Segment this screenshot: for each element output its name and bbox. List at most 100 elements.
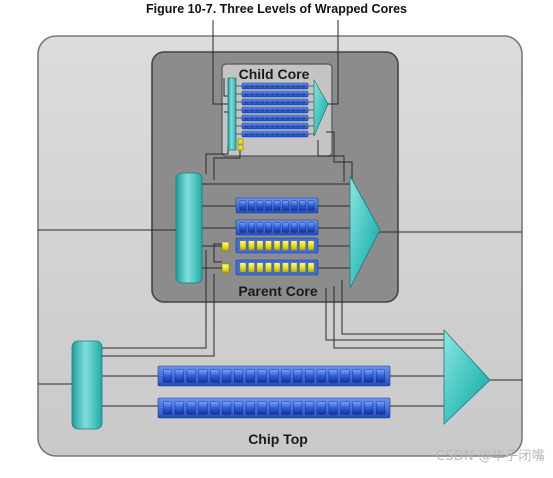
scan-cell xyxy=(290,240,298,251)
scan-cell xyxy=(275,108,280,112)
child-scan-chain xyxy=(241,98,309,106)
scan-cell xyxy=(248,200,255,211)
scan-cell xyxy=(239,262,247,273)
scan-cell xyxy=(376,401,385,415)
child-core-output-wrapper xyxy=(313,78,329,137)
scan-cell xyxy=(248,222,255,233)
scan-cell xyxy=(290,200,298,211)
chip-scan-chain xyxy=(157,365,391,387)
scan-cell xyxy=(291,108,296,112)
child-scan-chain xyxy=(241,82,309,90)
scan-cell xyxy=(244,124,249,128)
scan-cell xyxy=(244,84,249,88)
scan-cell xyxy=(275,116,280,120)
scan-cell xyxy=(273,262,281,273)
scan-cell xyxy=(234,401,243,415)
scan-cell xyxy=(244,132,249,136)
scan-cell xyxy=(290,222,298,233)
scan-cell xyxy=(273,200,281,211)
scan-cell xyxy=(291,124,296,128)
scan-cell xyxy=(270,100,275,104)
scan-cell xyxy=(364,401,374,415)
scan-cell xyxy=(269,369,279,383)
scan-cell xyxy=(275,84,280,88)
scan-cell xyxy=(254,116,259,120)
scan-cell xyxy=(316,401,326,415)
child-core-label: Child Core xyxy=(239,66,310,82)
watermark: CSDN @华子闭嘴 xyxy=(435,449,545,464)
scan-chain-bar xyxy=(241,90,309,98)
child-scan-chain xyxy=(241,122,309,130)
scan-cell xyxy=(163,369,172,383)
scan-chain-bar xyxy=(241,122,309,130)
parent-core-label: Parent Core xyxy=(238,283,318,299)
scan-cell xyxy=(301,84,306,88)
child-scan-chain xyxy=(241,90,309,98)
scan-cell xyxy=(291,132,296,136)
scan-cell xyxy=(293,401,303,415)
wires xyxy=(38,20,522,407)
scan-cell xyxy=(281,369,291,383)
scan-cell xyxy=(280,132,285,136)
scan-cell xyxy=(198,369,208,383)
scan-cell xyxy=(254,132,259,136)
scan-chain-bar xyxy=(241,82,309,90)
scan-cell xyxy=(265,116,270,120)
scan-cell xyxy=(249,84,254,88)
scan-cell xyxy=(244,100,249,104)
scan-cell xyxy=(244,116,249,120)
scan-cell xyxy=(307,262,315,273)
scan-cell xyxy=(296,108,301,112)
scan-cell xyxy=(307,240,315,251)
parent-wrapper-cell xyxy=(221,263,230,274)
scan-cell xyxy=(305,401,314,415)
scan-cell xyxy=(299,240,306,251)
scan-cell xyxy=(285,116,290,120)
chip-top-output-wrapper xyxy=(443,328,491,425)
scan-cell xyxy=(270,132,275,136)
scan-cell xyxy=(260,132,265,136)
scan-cell xyxy=(291,100,296,104)
scan-cell xyxy=(281,401,291,415)
parent-core-scan-chains xyxy=(221,197,319,276)
scan-cell xyxy=(248,262,255,273)
parent-wrapper-cell xyxy=(221,241,230,252)
scan-cell xyxy=(299,200,306,211)
scan-cell xyxy=(269,401,279,415)
scan-cell xyxy=(273,222,281,233)
scan-cell xyxy=(254,84,259,88)
scan-cell xyxy=(316,369,326,383)
scan-cell xyxy=(257,401,267,415)
parent-wrapper-chain xyxy=(235,259,319,276)
scan-cell xyxy=(299,262,306,273)
child-scan-chain xyxy=(241,106,309,114)
scan-cell xyxy=(285,124,290,128)
scan-cell xyxy=(280,92,285,96)
scan-cell xyxy=(198,401,208,415)
scan-cell xyxy=(256,222,264,233)
scan-cell xyxy=(260,100,265,104)
child-scan-chain xyxy=(241,114,309,122)
scan-cell xyxy=(340,369,350,383)
scan-cell xyxy=(291,92,296,96)
scan-cell xyxy=(290,262,298,273)
scan-cell xyxy=(254,92,259,96)
scan-cell xyxy=(282,200,289,211)
scan-cell xyxy=(285,92,290,96)
scan-cell xyxy=(296,132,301,136)
scan-cell xyxy=(273,240,281,251)
scan-cell xyxy=(285,100,290,104)
figure-title: Figure 10-7. Three Levels of Wrapped Cor… xyxy=(146,2,407,16)
scan-cell xyxy=(270,84,275,88)
scan-cell xyxy=(301,92,306,96)
scan-cell xyxy=(254,108,259,112)
scan-cell xyxy=(265,100,270,104)
scan-cell xyxy=(265,124,270,128)
scan-cell xyxy=(254,100,259,104)
scan-cell xyxy=(280,124,285,128)
scan-chain-bar xyxy=(241,106,309,114)
scan-cell xyxy=(249,92,254,96)
scan-cell xyxy=(301,132,306,136)
scan-cell xyxy=(280,100,285,104)
scan-cell xyxy=(248,240,255,251)
